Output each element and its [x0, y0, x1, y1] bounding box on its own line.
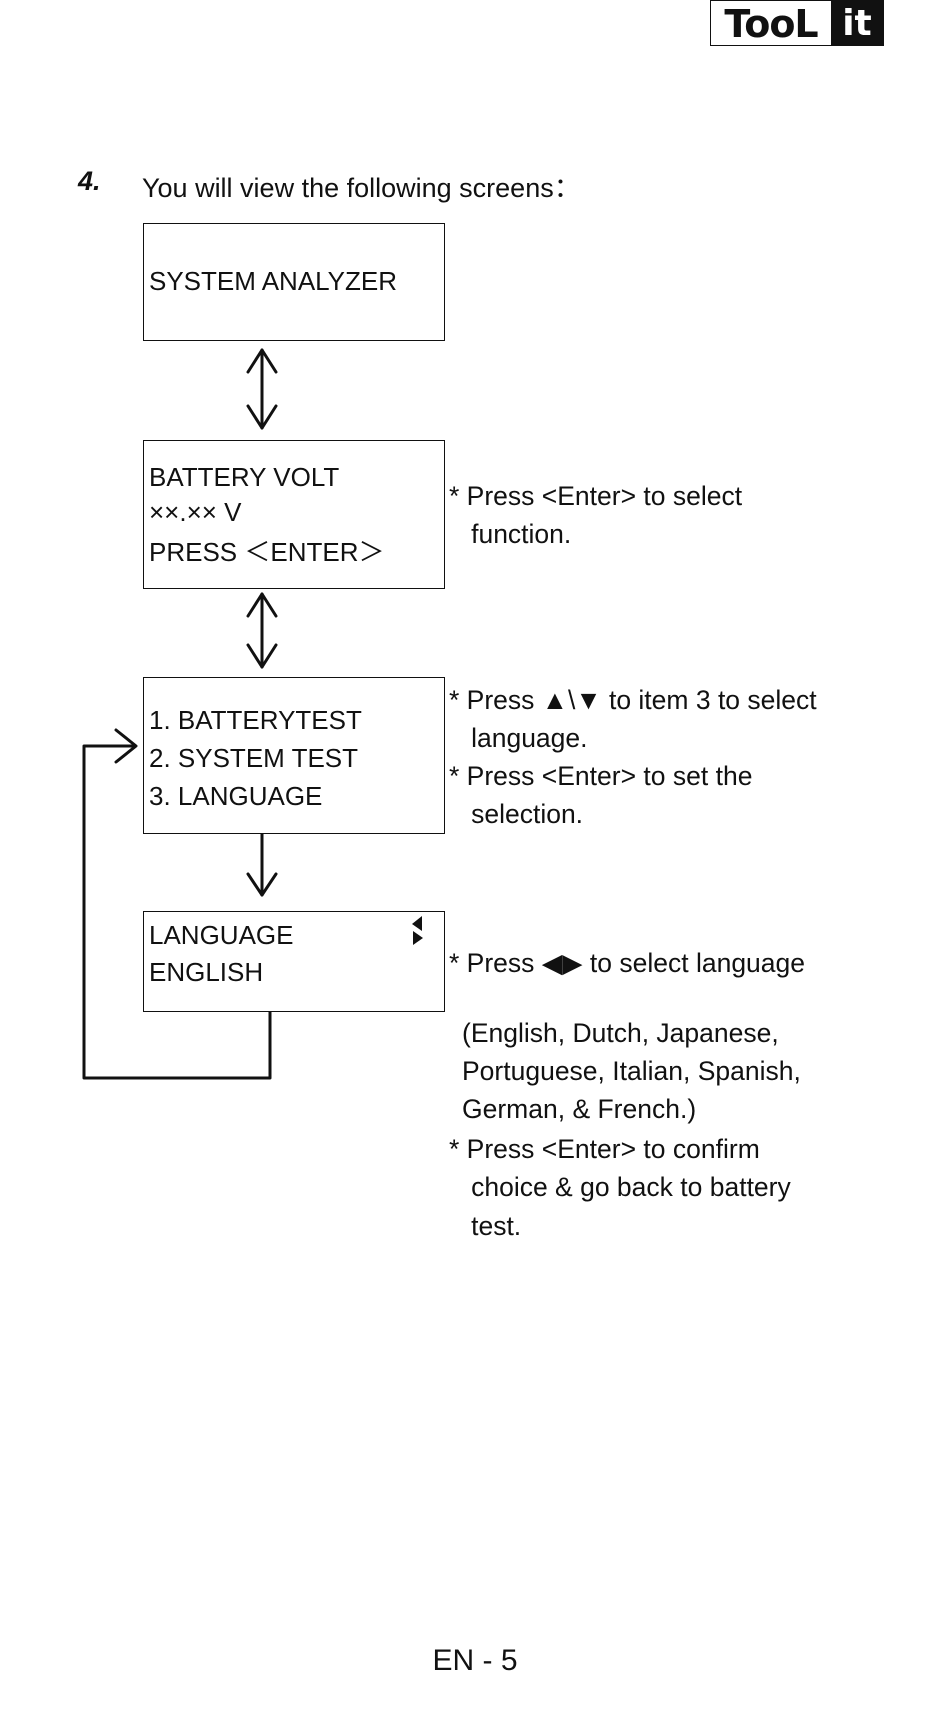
- logo-text-right: it: [831, 1, 883, 45]
- note-confirm-line-1: * Press <Enter> to confirm: [449, 1134, 760, 1164]
- note-confirm-line-3: test.: [449, 1211, 522, 1241]
- screen-text: ××.×× V: [149, 497, 242, 527]
- logo-text-left: TooL: [724, 2, 818, 46]
- menu-item-language: 3. LANGUAGE: [149, 781, 323, 811]
- note-language-select: * Press ◀▶ to select language: [449, 948, 806, 978]
- note-battery-line-1: * Press <Enter> to select: [449, 481, 743, 511]
- note-confirm-line-2: choice & go back to battery: [449, 1172, 791, 1202]
- note-language-list-1: (English, Dutch, Japanese,: [462, 1018, 779, 1048]
- screen-text: SYSTEM ANALYZER: [149, 266, 398, 296]
- menu-item-system-test: 2. SYSTEM TEST: [149, 743, 359, 773]
- screen-battery-volt: BATTERY VOLT ××.×× V PRESS ＜ENTER＞: [143, 440, 445, 589]
- note-menu-line-1: * Press ▲\▼ to item 3 to select: [449, 685, 817, 715]
- note-menu-line-4: selection.: [449, 799, 584, 829]
- note-language-list-2: Portuguese, Italian, Spanish,: [462, 1056, 801, 1086]
- menu-item-battery-test: 1. BATTERYTEST: [149, 705, 362, 735]
- return-loop-arrow: [82, 744, 272, 1080]
- screen-language: LANGUAGE ENGLISH: [143, 911, 445, 1012]
- note-language-list-3: German, & French.): [462, 1094, 697, 1124]
- note-menu-line-3: * Press <Enter> to set the: [449, 761, 753, 791]
- screen-system-analyzer: SYSTEM ANALYZER: [143, 223, 445, 341]
- toolit-logo: TooL it: [710, 0, 884, 46]
- screen-text: ENGLISH: [149, 957, 264, 987]
- page-number: EN - 5: [432, 1644, 518, 1677]
- left-right-cursor-icon: [412, 916, 423, 945]
- note-battery-line-2: function.: [449, 519, 572, 549]
- screen-main-menu: 1. BATTERYTEST 2. SYSTEM TEST 3. LANGUAG…: [143, 677, 445, 834]
- screen-text: LANGUAGE: [149, 920, 294, 950]
- note-menu-line-2: language.: [449, 723, 588, 753]
- step-heading: You will view the following screens：: [142, 173, 581, 203]
- screen-text: PRESS ＜ENTER＞: [149, 537, 385, 567]
- screen-text: BATTERY VOLT: [149, 462, 340, 492]
- step-number: 4.: [78, 166, 101, 196]
